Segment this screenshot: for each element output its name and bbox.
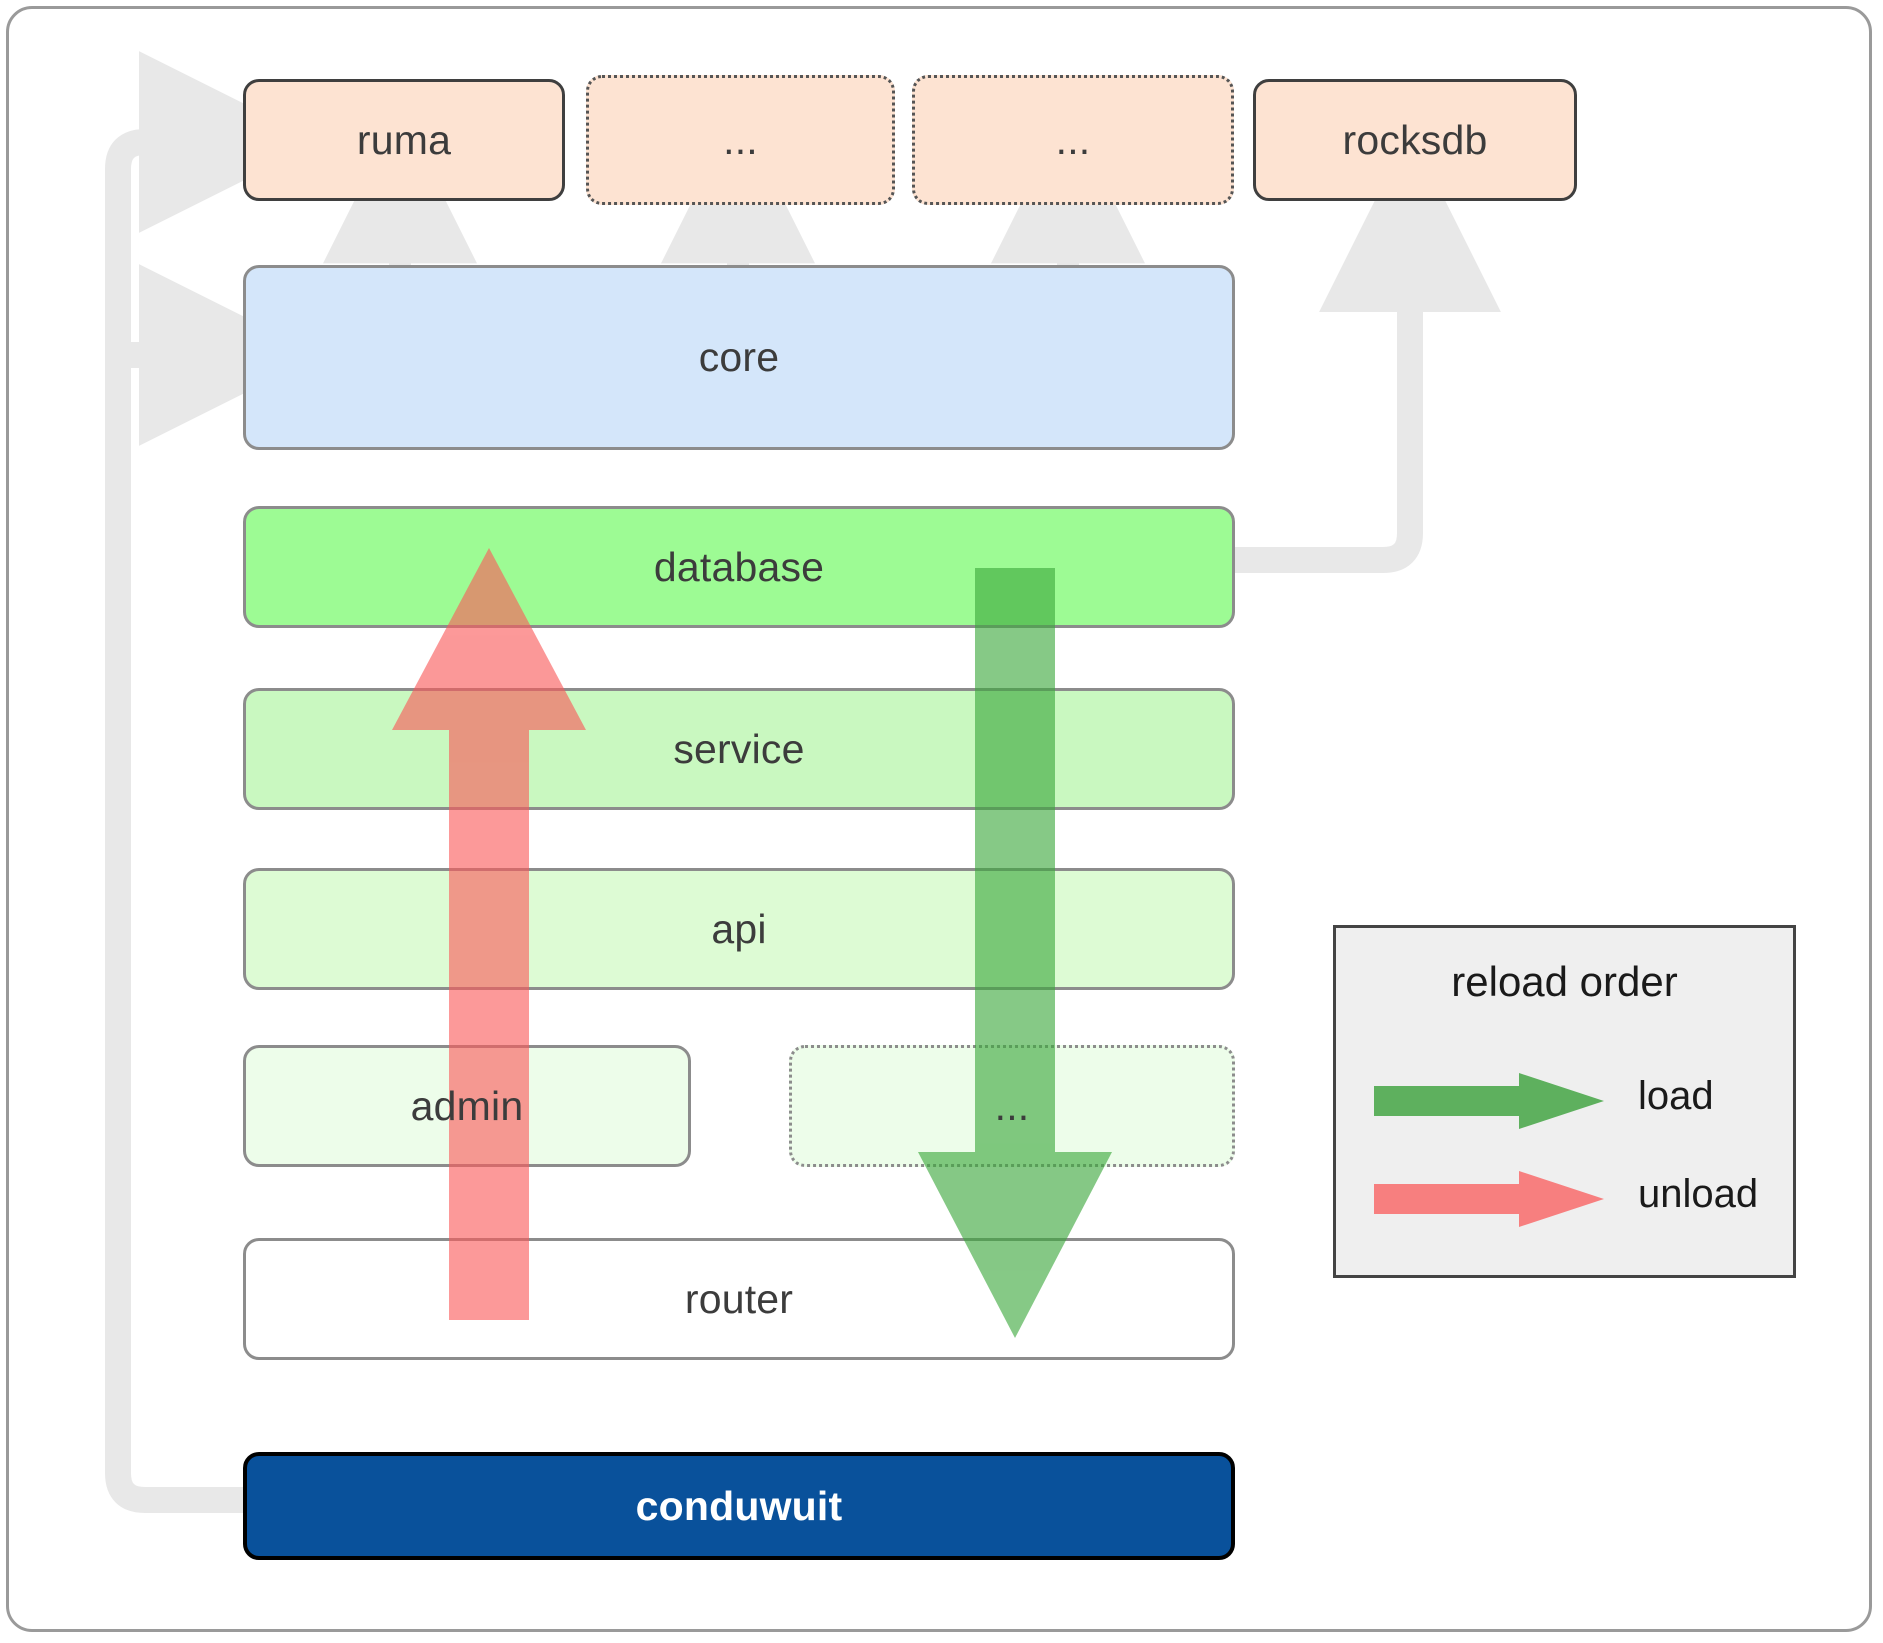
node-core-label: core — [698, 334, 780, 380]
unload-legend-icon — [1374, 1171, 1604, 1227]
node-ruma[interactable]: ruma — [243, 79, 565, 201]
node-router[interactable]: router — [243, 1238, 1235, 1360]
load-legend-label: load — [1638, 1074, 1714, 1118]
node-conduwuit[interactable]: conduwuit — [243, 1452, 1235, 1560]
node-dep-ellipsis-2-label: ... — [1055, 116, 1091, 163]
node-service-label: service — [673, 725, 805, 772]
node-layer-ellipsis[interactable]: ... — [789, 1045, 1235, 1167]
node-dep-ellipsis-2[interactable]: ... — [912, 75, 1234, 205]
legend-row-load: load — [1336, 1058, 1793, 1144]
node-database[interactable]: database — [243, 506, 1235, 628]
unload-legend-label: unload — [1638, 1172, 1759, 1216]
node-api-label: api — [711, 905, 767, 952]
node-conduwuit-label: conduwuit — [635, 1482, 843, 1529]
legend-panel: reload order load unload — [1333, 925, 1796, 1278]
node-rocksdb[interactable]: rocksdb — [1253, 79, 1577, 201]
node-core[interactable]: core — [243, 265, 1235, 450]
node-dep-ellipsis-1[interactable]: ... — [586, 75, 895, 205]
node-service[interactable]: service — [243, 688, 1235, 810]
node-dep-ellipsis-1-label: ... — [723, 116, 758, 163]
node-database-label: database — [653, 543, 825, 590]
legend-row-unload: unload — [1336, 1156, 1793, 1242]
diagram-frame — [6, 6, 1872, 1632]
legend-title: reload order — [1451, 958, 1678, 1005]
node-admin-label: admin — [410, 1082, 524, 1129]
node-layer-ellipsis-label: ... — [994, 1082, 1030, 1129]
node-admin[interactable]: admin — [243, 1045, 691, 1167]
load-legend-icon — [1374, 1073, 1604, 1129]
node-ruma-label: ruma — [356, 116, 452, 163]
node-api[interactable]: api — [243, 868, 1235, 990]
node-router-label: router — [684, 1275, 794, 1322]
node-rocksdb-label: rocksdb — [1342, 116, 1488, 163]
